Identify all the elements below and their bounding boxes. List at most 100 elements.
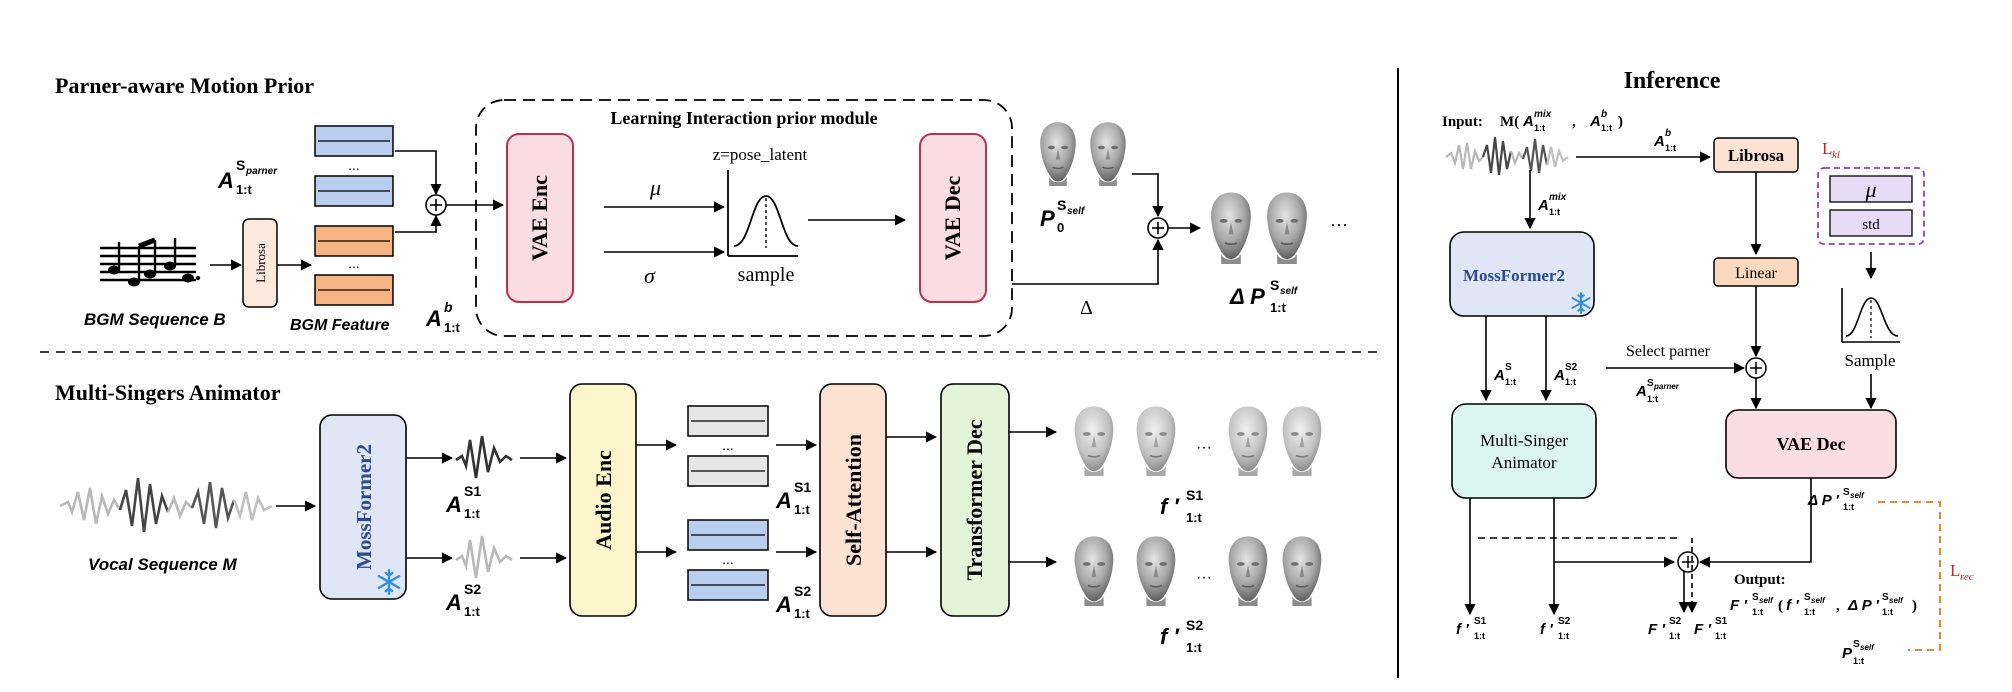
svg-text:F ′: F ′ (1648, 621, 1666, 638)
p-self-label: P S self 1:t (1842, 639, 1875, 666)
svg-text:self: self (1850, 491, 1865, 500)
a-s2-label: A S2 1:t (445, 581, 481, 619)
svg-text:parner: parner (1653, 382, 1680, 391)
svg-text:A: A (1553, 367, 1565, 384)
svg-text:self: self (1860, 643, 1875, 652)
svg-text:1:t: 1:t (1804, 607, 1815, 617)
svg-text:A: A (1635, 383, 1647, 400)
svg-text:A: A (1522, 113, 1534, 130)
svg-text:S: S (236, 157, 245, 173)
svg-text:A: A (1653, 133, 1665, 150)
gaussian-sample-icon (727, 170, 799, 257)
svg-text:f ′: f ′ (1540, 621, 1554, 638)
svg-text:mix: mix (1549, 192, 1567, 203)
svg-text:1:t: 1:t (794, 606, 811, 621)
mu-box (1829, 175, 1913, 203)
svg-text:f ′: f ′ (1786, 597, 1800, 614)
inf-F1-label: F ′ S1 1:t (1694, 616, 1728, 641)
s1-waveform (455, 435, 513, 479)
svg-text:S2: S2 (1565, 362, 1578, 373)
svg-text:1:t: 1:t (236, 182, 253, 197)
svg-text:S1: S1 (1474, 616, 1487, 627)
svg-text:,: , (1572, 114, 1576, 130)
svg-text:b: b (444, 299, 453, 315)
s2-feature-stack (687, 519, 769, 601)
svg-text:S: S (1843, 487, 1850, 498)
feat-s1-label: A S1 1:t (775, 479, 811, 517)
svg-text:): ) (1912, 598, 1917, 614)
svg-text:0: 0 (1057, 220, 1064, 235)
std-box (1829, 209, 1913, 237)
vae-enc-label: VAE Enc (527, 175, 552, 261)
self-attention-label: Self-Attention (841, 434, 866, 566)
output-label: Output: (1734, 572, 1786, 588)
svg-text:1:t: 1:t (1647, 394, 1658, 404)
heads-ellipsis: ··· (1330, 214, 1348, 234)
kl-loss-label: L kl (1822, 139, 1840, 161)
svg-text:self: self (1067, 206, 1086, 217)
svg-text:1:t: 1:t (1186, 510, 1203, 525)
inf-a-s-label: A S 1:t (1493, 362, 1516, 387)
svg-text:A: A (445, 590, 462, 615)
inf-amix-label: A mix 1:t (1537, 192, 1567, 217)
linear-label: Linear (1735, 265, 1777, 282)
svg-text:A: A (1493, 367, 1505, 384)
svg-text:Δ P: Δ P (1229, 284, 1265, 309)
inf-f1-label: f ′ S1 1:t (1456, 616, 1487, 641)
svg-text:1:t: 1:t (1882, 607, 1893, 617)
a-bgm-label: A b 1:t (425, 299, 461, 335)
p0-label: P S self 0 (1040, 197, 1086, 235)
vae-dec-label: VAE Dec (940, 176, 965, 261)
svg-text:M(: M( (1500, 114, 1519, 130)
inf-a-partner-label: A S parner 1:t (1635, 378, 1680, 404)
svg-text:1:t: 1:t (1843, 502, 1854, 512)
svg-text:A: A (775, 592, 792, 617)
svg-text:1:t: 1:t (1601, 123, 1612, 133)
svg-text:f ′: f ′ (1456, 621, 1470, 638)
z-pose-latent-label: z=pose_latent (713, 145, 808, 164)
svg-text:Δ P ′: Δ P ′ (1847, 597, 1880, 614)
p0-to-sum-arrow (1132, 173, 1164, 218)
bgm-stack-dots: ... (348, 255, 360, 271)
svg-text:self: self (1889, 596, 1904, 605)
s2-heads-ellipsis: ··· (1196, 569, 1212, 586)
svg-text:f ′: f ′ (1160, 624, 1180, 649)
svg-text:1:t: 1:t (1715, 631, 1726, 641)
svg-text:A: A (217, 168, 234, 193)
prior-title: Parner-aware Motion Prior (55, 73, 314, 98)
initial-pose-heads (1039, 121, 1127, 186)
delta-label: Δ (1080, 297, 1093, 319)
module-title: Learning Interaction prior module (610, 108, 877, 128)
svg-text:1:t: 1:t (1565, 377, 1576, 387)
svg-text:S1: S1 (1715, 616, 1728, 627)
svg-text:S: S (1270, 277, 1279, 293)
librosa-box (242, 218, 278, 308)
svg-text:Δ P ′: Δ P ′ (1807, 492, 1840, 509)
s1-heads-ellipsis: ··· (1196, 439, 1212, 456)
mu-label: μ (649, 175, 661, 200)
svg-text:S2: S2 (1669, 616, 1682, 627)
svg-text:S: S (1752, 592, 1759, 603)
svg-text:(: ( (1778, 598, 1783, 614)
vaedec-to-output-arrow (1698, 478, 1812, 568)
inf-librosa-label: Librosa (1728, 146, 1785, 165)
svg-text:S: S (1882, 592, 1889, 603)
svg-text:F ′: F ′ (1694, 621, 1712, 638)
inf-sample-label: Sample (1845, 351, 1896, 370)
librosa-label: Librosa (253, 243, 268, 283)
svg-text:1:t: 1:t (1534, 123, 1545, 133)
latent-params-box (1817, 167, 1925, 245)
svg-text:rec: rec (1960, 571, 1974, 583)
vae-dec-box (919, 133, 987, 303)
partner-to-sum-arrow (395, 150, 442, 196)
bgm-feature-stack (314, 225, 394, 306)
transformer-dec-box (940, 383, 1010, 617)
sample-label: sample (738, 264, 795, 286)
svg-text:1:t: 1:t (1669, 631, 1680, 641)
output-sum-circle (1677, 551, 1699, 573)
inference-title: Inference (1624, 68, 1721, 94)
audio-enc-label: Audio Enc (591, 450, 616, 550)
audio-enc-box (569, 383, 637, 617)
svg-text:1:t: 1:t (1505, 377, 1516, 387)
inf-delta-p-label: Δ P ′ S self 1:t (1807, 487, 1865, 512)
